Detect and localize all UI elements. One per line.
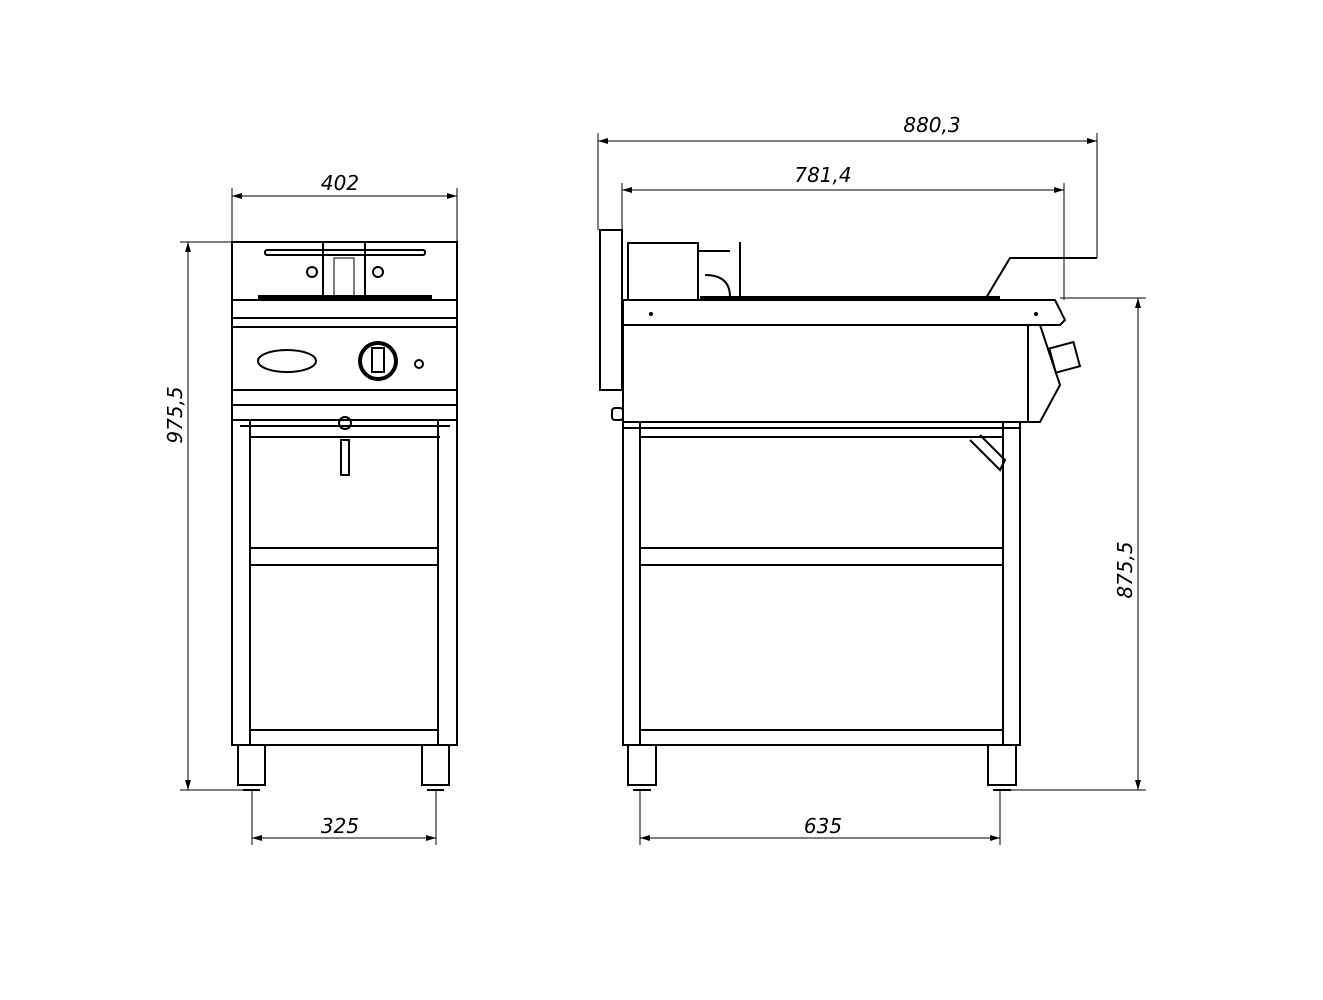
dim-402: 402 <box>321 171 359 195</box>
drain-valve <box>338 416 352 430</box>
dim-880-3: 880,3 <box>903 113 960 137</box>
foot <box>627 744 657 786</box>
side-view <box>599 229 1097 791</box>
dim-325: 325 <box>321 814 359 838</box>
basket-rail <box>264 249 426 256</box>
foot <box>987 744 1017 786</box>
heating-box <box>627 242 699 301</box>
back-splash <box>599 229 623 391</box>
foot <box>237 744 266 786</box>
dim-975-5: 975,5 <box>163 386 187 443</box>
screw <box>372 266 384 278</box>
control-knob-icon <box>1048 340 1082 374</box>
fryer-body <box>622 324 1029 423</box>
dimension-lines <box>180 133 1146 845</box>
indicator-light <box>414 359 424 369</box>
worktop-rail <box>622 299 1067 326</box>
control-knob-icon <box>358 341 398 381</box>
front-leg <box>622 421 641 746</box>
foot <box>421 744 450 786</box>
dim-635: 635 <box>804 814 842 838</box>
shelf <box>639 547 1004 566</box>
bottom-shelf <box>249 729 439 746</box>
dim-875-5: 875,5 <box>1113 541 1137 598</box>
brand-logo <box>257 349 317 373</box>
rear-leg <box>1002 421 1021 746</box>
front-view <box>231 241 458 791</box>
drain-tap <box>340 439 350 476</box>
screw <box>306 266 318 278</box>
dim-781-4: 781,4 <box>794 163 851 187</box>
right-leg <box>437 419 458 746</box>
shelf <box>249 547 439 566</box>
left-leg <box>231 419 251 746</box>
bottom-shelf <box>639 729 1004 746</box>
